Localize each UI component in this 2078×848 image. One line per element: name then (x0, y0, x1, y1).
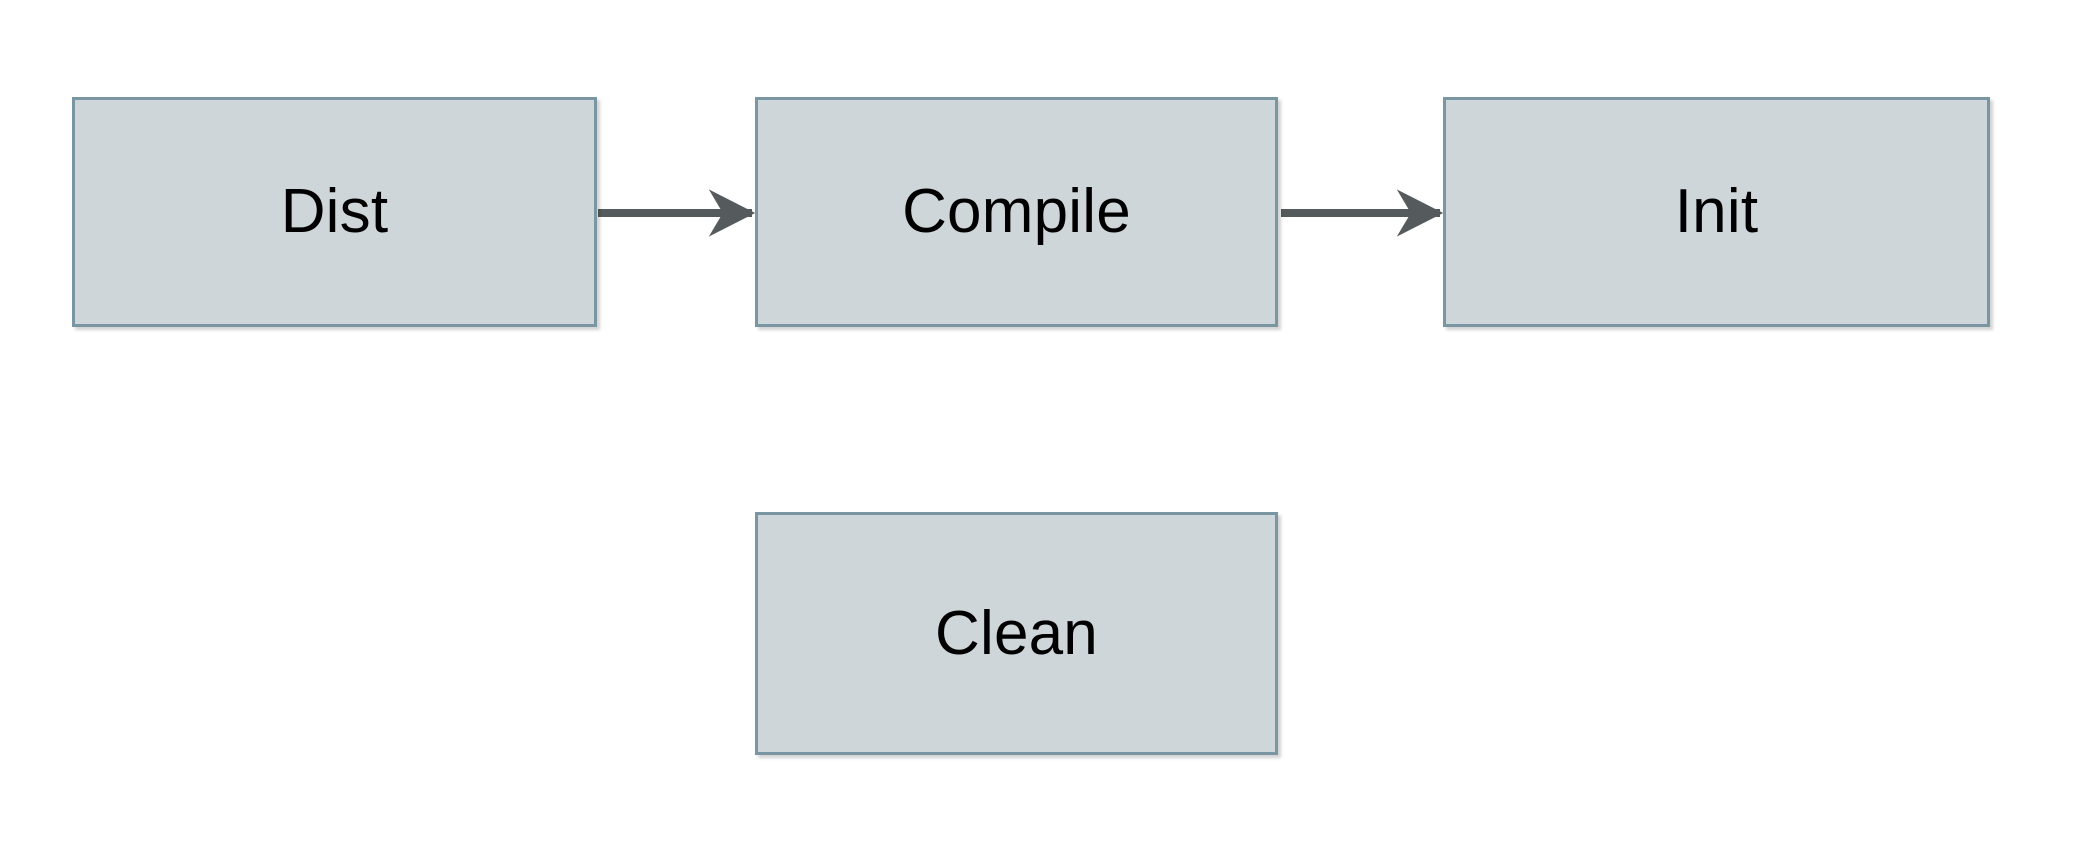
node-clean[interactable]: Clean (755, 512, 1278, 755)
node-dist[interactable]: Dist (72, 97, 597, 327)
node-clean-label: Clean (935, 598, 1098, 668)
node-compile-label: Compile (902, 177, 1131, 246)
node-init-label: Init (1674, 177, 1759, 246)
node-dist-label: Dist (280, 177, 389, 246)
node-compile[interactable]: Compile (755, 97, 1278, 327)
node-init[interactable]: Init (1443, 97, 1990, 327)
